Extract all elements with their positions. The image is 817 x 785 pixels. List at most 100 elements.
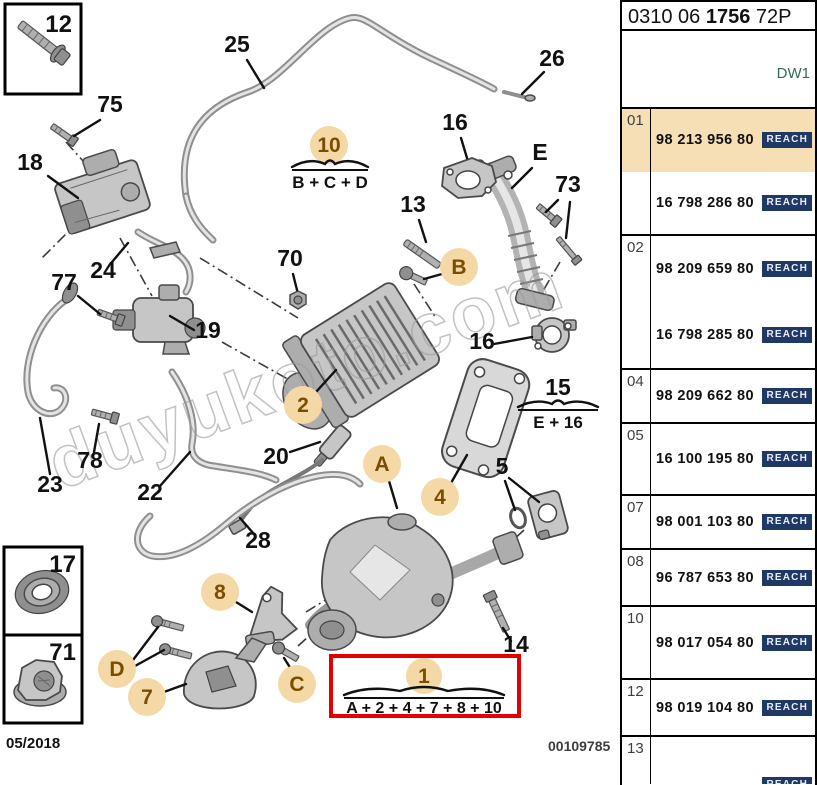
group-15-e16: 15 E + 16 — [516, 374, 600, 432]
parts-group-02: 02 98 209 659 80 REACH 16 798 285 80 REA… — [622, 236, 815, 370]
catalog-code-main: 1756 — [705, 6, 751, 28]
callout-C[interactable]: C — [278, 665, 316, 703]
part-row[interactable]: 98 001 103 80 REACH — [622, 496, 815, 548]
part-row[interactable]: 96 787 653 80 REACH — [622, 550, 815, 605]
part-number: 16 798 285 80 — [656, 327, 754, 343]
callout-circle-1[interactable] — [406, 658, 442, 694]
callout-E: E — [532, 139, 547, 165]
reach-badge[interactable]: REACH — [762, 777, 812, 784]
callout-18: 18 — [17, 149, 43, 175]
callout-26: 26 — [539, 45, 565, 71]
key-box-71-label: 71 — [49, 639, 76, 666]
part-number: 16 100 195 80 — [656, 451, 754, 467]
group-ref: 10 — [627, 610, 644, 627]
parts-list: 01 98 213 956 80 REACH 16 798 286 80 REA… — [622, 107, 815, 784]
selected-assembly-box[interactable]: 1 A + 2 + 4 + 7 + 8 + 10 — [329, 654, 521, 718]
callout-8-label: 8 — [214, 581, 226, 604]
bolt-14-drawing — [482, 589, 510, 633]
callout-73: 73 — [555, 171, 581, 197]
key-box-12-label: 12 — [45, 11, 72, 38]
nut-71-drawing — [13, 659, 67, 707]
callout-D[interactable]: D — [98, 650, 136, 688]
rod-23-drawing — [23, 282, 79, 417]
callout-1-sum: A + 2 + 4 + 7 + 8 + 10 — [346, 700, 502, 717]
callout-13: 13 — [400, 191, 426, 217]
callout-circle-10[interactable] — [310, 126, 348, 164]
callout-78: 78 — [77, 447, 103, 473]
group-ref: 08 — [627, 553, 644, 570]
key-box-71: 71 — [2, 633, 84, 725]
callout-e16-sum: E + 16 — [533, 413, 583, 432]
reach-badge[interactable]: REACH — [762, 514, 812, 530]
callout-14: 14 — [503, 631, 529, 657]
parts-group-08: 08 96 787 653 80 REACH — [622, 550, 815, 607]
callout-5: 5 — [496, 453, 509, 479]
group-ref: 02 — [627, 239, 644, 256]
part-row[interactable]: 98 213 956 80 REACH — [622, 109, 815, 172]
part-row[interactable]: 16 798 285 80 REACH — [622, 302, 815, 368]
callout-2-label: 2 — [297, 394, 309, 417]
seal-17-drawing — [14, 569, 70, 615]
callout-24: 24 — [90, 257, 116, 283]
callout-77: 77 — [51, 269, 77, 295]
part-row[interactable]: 98 209 659 80 REACH — [622, 236, 815, 302]
reach-badge[interactable]: REACH — [762, 194, 812, 211]
callout-16-top: 16 — [442, 109, 468, 135]
callout-8[interactable]: 8 — [201, 573, 239, 611]
actuator-18-drawing — [54, 149, 151, 235]
callout-4[interactable]: 4 — [421, 478, 459, 516]
parts-group-05: 05 16 100 195 80 REACH — [622, 424, 815, 496]
engine-code-area: DW1 — [622, 31, 815, 107]
reach-badge[interactable]: REACH — [762, 699, 812, 716]
group-ref: 13 — [627, 740, 644, 757]
callout-A[interactable]: A — [363, 445, 401, 483]
part-number: 16 798 286 80 — [656, 194, 754, 211]
mount-7-drawing — [183, 637, 268, 710]
group-ref: 05 — [627, 427, 644, 444]
bracket-8-drawing — [244, 585, 299, 649]
drawing-number: 00109785 — [548, 738, 611, 754]
callout-B-label: B — [451, 256, 466, 279]
reach-badge[interactable]: REACH — [762, 388, 812, 404]
sensor-20-drawing — [228, 424, 352, 535]
key-box-17: 17 — [2, 545, 84, 637]
reach-badge[interactable]: REACH — [762, 327, 812, 343]
callout-22: 22 — [137, 479, 163, 505]
part-number: 98 019 104 80 — [656, 699, 754, 716]
part-number: 98 001 103 80 — [656, 514, 754, 530]
callout-10: 10 — [317, 134, 340, 157]
callout-75: 75 — [97, 91, 123, 117]
reach-badge[interactable]: REACH — [762, 569, 812, 586]
stud-13-drawing — [403, 239, 442, 269]
bolt-B-drawing — [399, 266, 428, 286]
group-10-bcd[interactable]: 10 B + C + D — [290, 126, 370, 192]
callout-15: 15 — [545, 374, 571, 400]
part-row[interactable]: 98 019 104 80 REACH — [622, 680, 815, 735]
nut-70-drawing — [289, 290, 307, 310]
parts-group-04: 04 98 209 662 80 REACH — [622, 370, 815, 424]
parts-group-10: 10 98 017 054 80 REACH — [622, 607, 815, 680]
part-number: 96 787 653 80 — [656, 569, 754, 586]
reach-badge[interactable]: REACH — [762, 634, 812, 651]
callout-7[interactable]: 7 — [128, 678, 166, 716]
bolts-D-drawing — [151, 615, 193, 660]
part-row[interactable]: 98 209 662 80 REACH — [622, 370, 815, 422]
reach-badge[interactable]: REACH — [762, 451, 812, 467]
reach-badge[interactable]: REACH — [762, 261, 812, 277]
clamp-5-drawing — [509, 490, 569, 541]
reach-badge[interactable]: REACH — [762, 132, 812, 149]
callout-2[interactable]: 2 — [284, 386, 322, 424]
parts-group-01: 01 98 213 956 80 REACH 16 798 286 80 REA… — [622, 109, 815, 236]
part-row[interactable]: 16 798 286 80 REACH — [622, 172, 815, 235]
callout-bcd-sum: B + C + D — [292, 173, 368, 192]
callout-4-label: 4 — [434, 486, 446, 509]
tip-26-drawing — [502, 90, 536, 102]
parts-group-07: 07 98 001 103 80 REACH — [622, 496, 815, 550]
engine-code: DW1 — [776, 65, 810, 82]
part-row[interactable]: 98 017 054 80 REACH — [622, 607, 815, 678]
part-row[interactable]: REACH — [622, 737, 815, 784]
part-number: 98 213 956 80 — [656, 132, 754, 149]
callout-B[interactable]: B — [440, 248, 478, 286]
part-row[interactable]: 16 100 195 80 REACH — [622, 424, 815, 494]
